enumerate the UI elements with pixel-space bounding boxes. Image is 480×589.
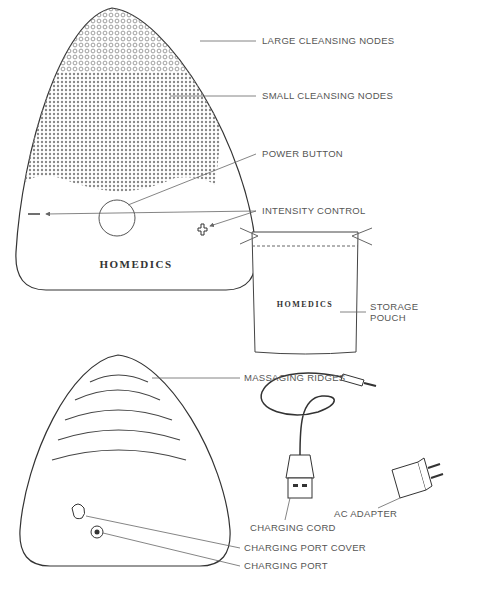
ac-adapter: [392, 458, 443, 498]
part-label: CHARGING PORT: [244, 560, 328, 571]
part-label: CHARGING CORD: [250, 522, 336, 533]
part-label: SMALL CLEANSING NODES: [262, 90, 393, 101]
brand-logo: HOMEDICS: [277, 300, 333, 309]
part-label: LARGE CLEANSING NODES: [262, 35, 394, 46]
storage-pouch: [240, 228, 372, 354]
part-label: AC ADAPTER: [334, 508, 397, 519]
back-device: [20, 355, 230, 566]
part-label: STORAGE POUCH: [370, 301, 432, 323]
part-label: INTENSITY CONTROL: [262, 205, 366, 216]
charging-cord: [261, 373, 376, 498]
leader-lines: [46, 41, 400, 566]
front-device: [0, 0, 256, 290]
part-label: MASSAGING RIDGES: [244, 372, 345, 383]
part-label: POWER BUTTON: [262, 148, 343, 159]
brand-logo: HOMEDICS: [99, 258, 172, 270]
part-label: CHARGING PORT COVER: [244, 542, 366, 553]
